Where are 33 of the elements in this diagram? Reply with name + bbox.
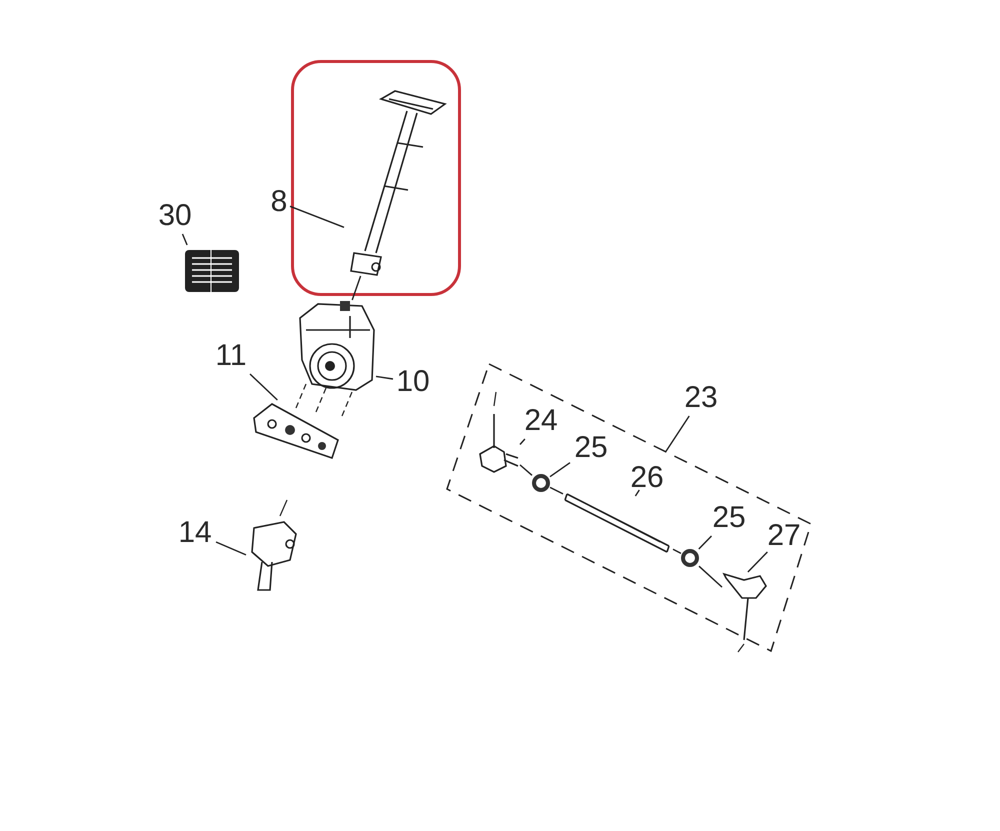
- callout-number: 23: [680, 380, 722, 416]
- callout-number: 26: [626, 460, 668, 496]
- leader-line: [250, 374, 278, 400]
- leader-line: [550, 462, 570, 478]
- leader-line: [698, 536, 712, 550]
- callout-number: 30: [154, 198, 196, 234]
- leader-line: [376, 376, 394, 380]
- leader-line: [290, 206, 344, 228]
- nut: [681, 549, 699, 567]
- callout-number: 24: [520, 403, 562, 439]
- steering-column-drawing: [347, 89, 447, 279]
- leader-line: [747, 552, 768, 572]
- highlight-frame: [291, 60, 461, 296]
- leader-line: [352, 276, 362, 300]
- callout-number: 11: [212, 338, 250, 374]
- steering-gearbox-drawing: [296, 300, 376, 392]
- callout-number: 25: [708, 500, 750, 536]
- leader-line: [550, 486, 564, 495]
- leader-line: [182, 234, 188, 246]
- dashed-assembly-outline: [445, 362, 813, 653]
- leader-line: [520, 464, 532, 476]
- leader-line: [672, 548, 682, 554]
- leader-line: [698, 566, 722, 588]
- callout-number: 8: [268, 184, 290, 220]
- callout-number: 10: [393, 364, 433, 400]
- nut: [532, 474, 550, 492]
- leader-line: [216, 541, 246, 556]
- callout-number: 27: [764, 518, 804, 552]
- leader-line: [519, 438, 526, 445]
- callout-number: 25: [570, 430, 612, 466]
- callout-number: 14: [174, 515, 216, 551]
- leader-line: [665, 416, 690, 452]
- leader-line: [634, 490, 640, 496]
